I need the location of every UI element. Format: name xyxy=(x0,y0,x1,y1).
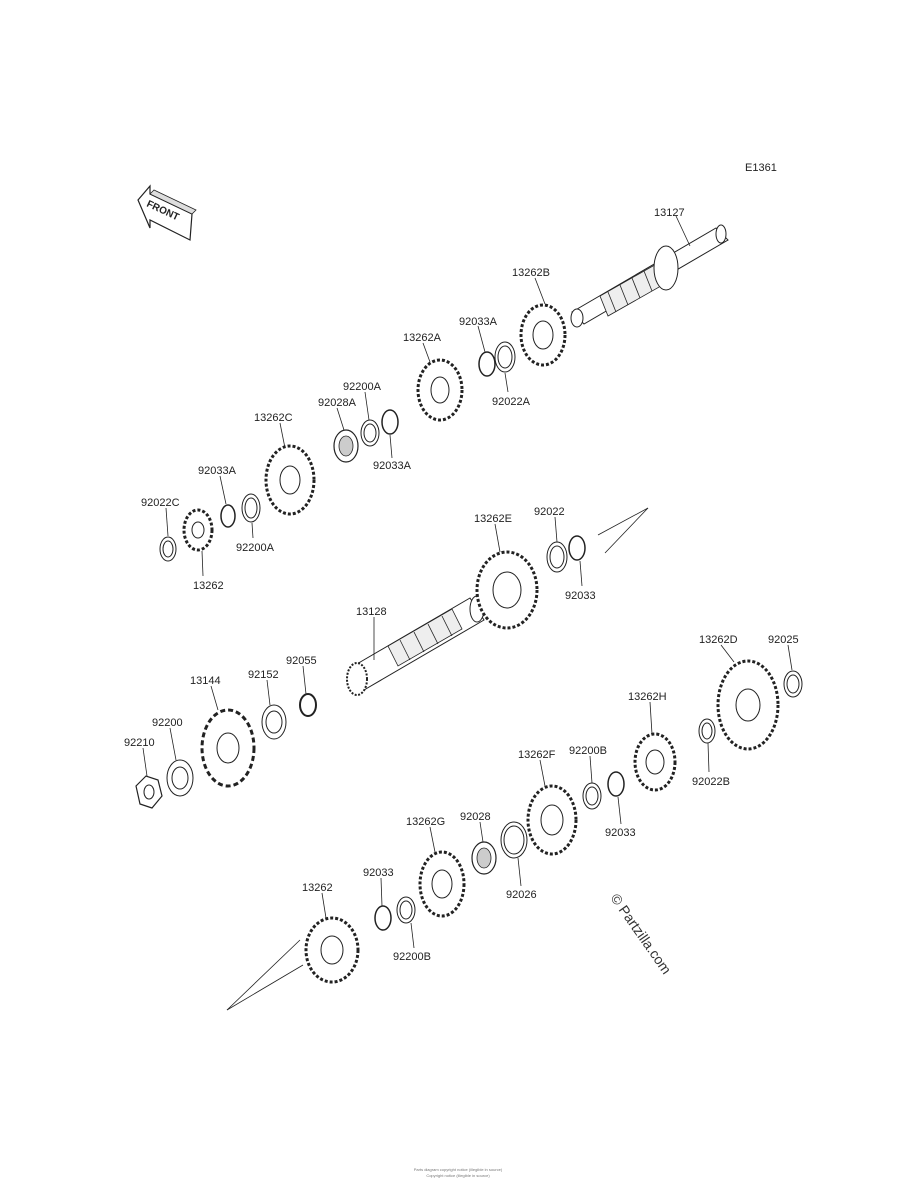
label-92022C: 92022C xyxy=(141,497,180,509)
label-92022A: 92022A xyxy=(492,396,531,408)
label-13262D: 13262D xyxy=(699,634,738,646)
bearing-92028A-drawing xyxy=(333,429,359,463)
label-92055: 92055 xyxy=(286,655,317,667)
watermark: © Partzilla.com xyxy=(608,891,675,977)
connector-line-lower-2 xyxy=(226,964,304,1011)
front-arrow-icon: FRONT xyxy=(137,184,197,241)
connector-line-upper-2 xyxy=(604,507,649,554)
label-92022B: 92022B xyxy=(692,776,730,788)
gear-13262D-drawing xyxy=(716,659,780,751)
label-92033A-2: 92033A xyxy=(373,460,412,472)
bearing-92028-drawing xyxy=(471,841,497,875)
gear-13262G-drawing xyxy=(418,850,466,918)
label-92026: 92026 xyxy=(506,889,537,901)
gear-13262-drawing xyxy=(182,508,214,552)
label-13262H: 13262H xyxy=(628,691,667,703)
label-92200A-1: 92200A xyxy=(343,381,382,393)
label-92200B-2: 92200B xyxy=(393,951,431,963)
collar-92152-drawing xyxy=(261,704,287,740)
diagram-code: E1361 xyxy=(745,162,777,174)
label-92210: 92210 xyxy=(124,737,155,749)
label-13262C: 13262C xyxy=(254,412,293,424)
shaft-13127-drawing xyxy=(570,224,729,328)
washer-92200B-1-drawing xyxy=(582,782,602,810)
sprocket-13144-drawing xyxy=(200,708,256,788)
label-92200B-1: 92200B xyxy=(569,745,607,757)
connector-line-upper xyxy=(597,507,649,536)
circlip-92033-1-drawing xyxy=(568,535,586,561)
label-13128: 13128 xyxy=(356,606,387,618)
washer-92022C-drawing xyxy=(159,536,177,562)
label-92033-3: 92033 xyxy=(363,867,394,879)
gear-13262F-drawing xyxy=(526,784,578,856)
circlip-92033-2-drawing xyxy=(607,771,625,797)
label-13262-2: 13262 xyxy=(302,882,333,894)
washer-92200B-2-drawing xyxy=(396,896,416,924)
circlip-92033A-2-drawing xyxy=(381,409,399,435)
label-13262A: 13262A xyxy=(403,332,442,344)
label-13262: 13262 xyxy=(193,580,224,592)
ring-92022A-drawing xyxy=(494,341,516,373)
footer-line-2: Copyright notice (illegible in source) xyxy=(426,1173,490,1178)
label-92033-2: 92033 xyxy=(605,827,636,839)
label-13127: 13127 xyxy=(654,207,685,219)
washer-92025-drawing xyxy=(783,670,803,698)
label-92033A-3: 92033A xyxy=(198,465,237,477)
gear-13262E-drawing xyxy=(475,550,539,630)
washer-92022B-drawing xyxy=(698,718,716,744)
washer-92022-drawing xyxy=(546,541,568,573)
gear-13262H-drawing xyxy=(633,732,677,792)
label-13262G: 13262G xyxy=(406,816,445,828)
label-92028A: 92028A xyxy=(318,397,357,409)
circlip-92033A-1-drawing xyxy=(478,351,496,377)
footer-line-1: Parts diagram copyright notice (illegibl… xyxy=(414,1167,503,1172)
gear-13262C-drawing xyxy=(264,444,316,516)
label-92033-1: 92033 xyxy=(565,590,596,602)
washer-92200A-1-drawing xyxy=(360,419,380,447)
label-92022: 92022 xyxy=(534,506,565,518)
washer-92026-drawing xyxy=(500,821,528,859)
label-13262F: 13262F xyxy=(518,749,556,761)
nut-92210-drawing xyxy=(135,775,163,809)
part-labels: 13127 13262B 92033A 13262A 92022A 92200A… xyxy=(124,207,799,963)
gear-13262-2-drawing xyxy=(304,916,360,984)
label-13262E: 13262E xyxy=(474,513,512,525)
gear-13262A-drawing xyxy=(416,358,464,422)
washer-92200-drawing xyxy=(166,759,194,797)
washer-92200A-2-drawing xyxy=(241,493,261,523)
label-92152: 92152 xyxy=(248,669,279,681)
gear-13262B-drawing xyxy=(519,303,567,367)
oring-92055-drawing xyxy=(299,693,317,717)
circlip-92033A-3-drawing xyxy=(220,504,236,528)
label-13144: 13144 xyxy=(190,675,221,687)
label-92200: 92200 xyxy=(152,717,183,729)
leader-lines xyxy=(142,215,793,949)
label-92200A-2: 92200A xyxy=(236,542,275,554)
label-92028: 92028 xyxy=(460,811,491,823)
connector-line-lower xyxy=(226,939,301,1011)
shaft-13128-drawing xyxy=(346,595,485,696)
label-92033A-1: 92033A xyxy=(459,316,498,328)
label-92025: 92025 xyxy=(768,634,799,646)
circlip-92033-3-drawing xyxy=(374,905,392,931)
label-13262B: 13262B xyxy=(512,267,550,279)
